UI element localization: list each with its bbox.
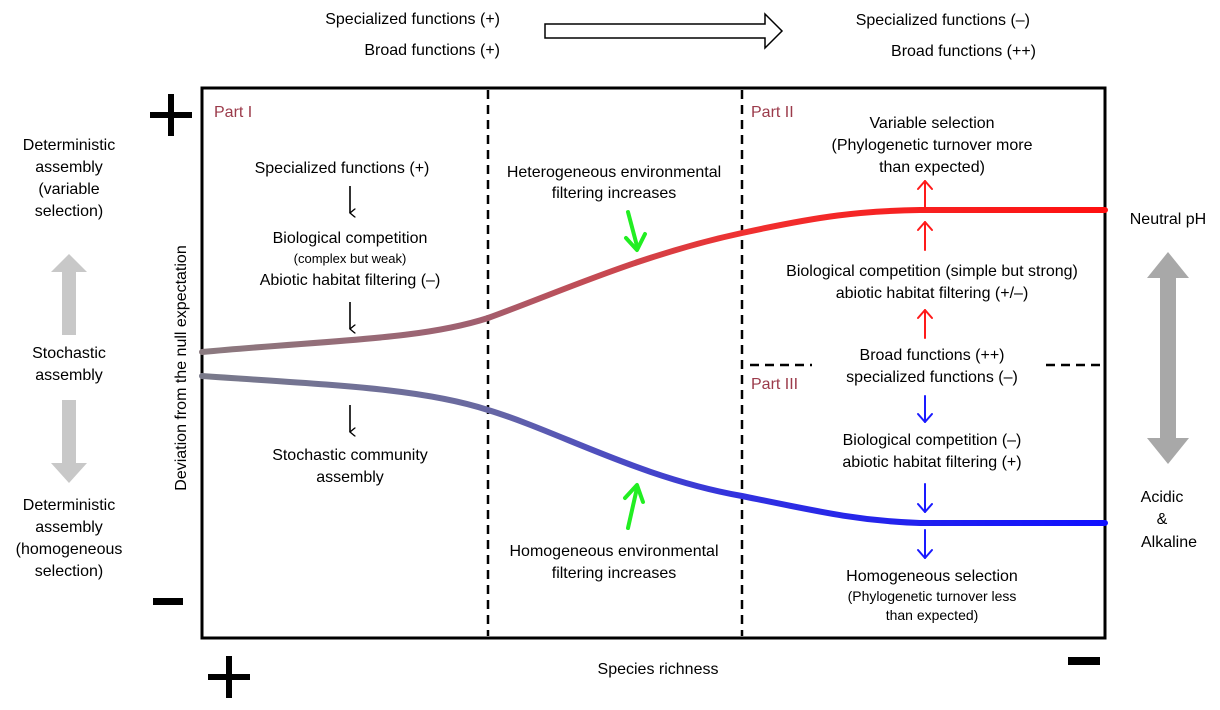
part1-competition-sub: (complex but weak) xyxy=(294,251,407,266)
acidic-alkaline-label: Acidic & Alkaline xyxy=(1141,489,1197,551)
specialized-functions: specialized functions (–) xyxy=(846,369,1018,386)
part3-homogeneous-sub-1: (Phylogenetic turnover less xyxy=(848,588,1017,604)
y-plus-symbol xyxy=(150,94,192,136)
y-axis-label: Deviation from the null expectation xyxy=(173,245,190,490)
part1-stochastic-community-1: Stochastic community xyxy=(272,447,428,464)
red-arrow-3 xyxy=(917,309,933,339)
y-minus-text: – xyxy=(0,0,1,1)
green-arrow-up xyxy=(623,483,645,530)
svg-text:Alkaline: Alkaline xyxy=(1141,534,1197,551)
top-left-specialized: Specialized functions (+) xyxy=(325,11,500,28)
blue-arrow-3 xyxy=(917,529,933,559)
left-deterministic-variable: Deterministic assembly (variable selecti… xyxy=(23,137,115,220)
top-right-broad: Broad functions (++) xyxy=(891,43,1036,60)
red-arrow-2 xyxy=(917,221,933,251)
part3-competition: Biological competition (–) xyxy=(843,432,1022,449)
top-left-broad: Broad functions (+) xyxy=(364,42,500,59)
x-minus-text: – xyxy=(0,0,1,1)
svg-text:&: & xyxy=(1157,511,1168,528)
part3-abiotic: abiotic habitat filtering (+) xyxy=(842,454,1021,471)
svg-text:(variable: (variable xyxy=(38,181,99,198)
left-gray-down-arrow xyxy=(51,400,87,483)
svg-text:assembly: assembly xyxy=(35,519,103,536)
part-i-label: Part I xyxy=(214,104,252,121)
svg-text:selection): selection) xyxy=(35,563,103,580)
upper-curve xyxy=(199,207,1108,355)
lower-curve xyxy=(199,373,1108,526)
part2-competition: Biological competition (simple but stron… xyxy=(786,263,1078,280)
part2-variable-selection: Variable selection xyxy=(869,115,994,132)
hetero-filtering-1: Heterogeneous environmental xyxy=(507,164,721,181)
blue-arrow-1 xyxy=(917,395,933,423)
svg-text:Stochastic: Stochastic xyxy=(32,345,106,362)
svg-text:Deterministic: Deterministic xyxy=(23,497,115,514)
neutral-ph-label: Neutral pH xyxy=(1130,211,1206,228)
y-plus-text: + xyxy=(0,0,1,1)
plot-frame xyxy=(200,86,1107,640)
part3-homogeneous-sub-2: than expected) xyxy=(886,607,979,623)
green-arrow-down xyxy=(624,210,647,252)
part-ii-label: Part II xyxy=(751,104,794,121)
blue-arrow-2 xyxy=(917,483,933,513)
left-stochastic-assembly: Stochastic assembly xyxy=(32,345,106,384)
svg-text:assembly: assembly xyxy=(35,367,103,384)
y-minus-symbol xyxy=(153,598,183,605)
svg-text:Deterministic: Deterministic xyxy=(23,137,115,154)
part1-abiotic-filtering: Abiotic habitat filtering (–) xyxy=(260,272,441,289)
x-plus-text: + xyxy=(0,0,1,1)
homo-filtering-2: filtering increases xyxy=(552,565,677,582)
part1-biological-competition: Biological competition xyxy=(273,230,428,247)
homo-filtering-1: Homogeneous environmental xyxy=(509,543,718,560)
part2-variable-sub-2: than expected) xyxy=(879,159,985,176)
part1-stochastic-community-2: assembly xyxy=(316,469,384,486)
svg-text:assembly: assembly xyxy=(35,159,103,176)
part-iii-label: Part III xyxy=(751,376,798,393)
svg-text:selection): selection) xyxy=(35,203,103,220)
right-gray-double-arrow xyxy=(1147,252,1189,464)
x-axis-label: Species richness xyxy=(598,661,719,678)
svg-text:(homogeneous: (homogeneous xyxy=(16,541,123,558)
part2-variable-sub-1: (Phylogenetic turnover more xyxy=(832,137,1033,154)
red-arrow-1 xyxy=(917,180,933,209)
hetero-filtering-2: filtering increases xyxy=(552,185,677,202)
top-right-specialized: Specialized functions (–) xyxy=(856,12,1030,29)
left-gray-up-arrow xyxy=(51,254,87,335)
part1-specialized-functions: Specialized functions (+) xyxy=(255,160,430,177)
svg-text:Acidic: Acidic xyxy=(1141,489,1184,506)
left-deterministic-homogeneous: Deterministic assembly (homogeneous sele… xyxy=(16,497,123,580)
top-hollow-arrow xyxy=(544,12,784,50)
part2-abiotic: abiotic habitat filtering (+/–) xyxy=(836,285,1029,302)
x-minus-symbol xyxy=(1068,657,1100,665)
x-plus-symbol xyxy=(208,656,250,698)
broad-functions: Broad functions (++) xyxy=(860,347,1005,364)
part3-homogeneous-selection: Homogeneous selection xyxy=(846,568,1018,585)
